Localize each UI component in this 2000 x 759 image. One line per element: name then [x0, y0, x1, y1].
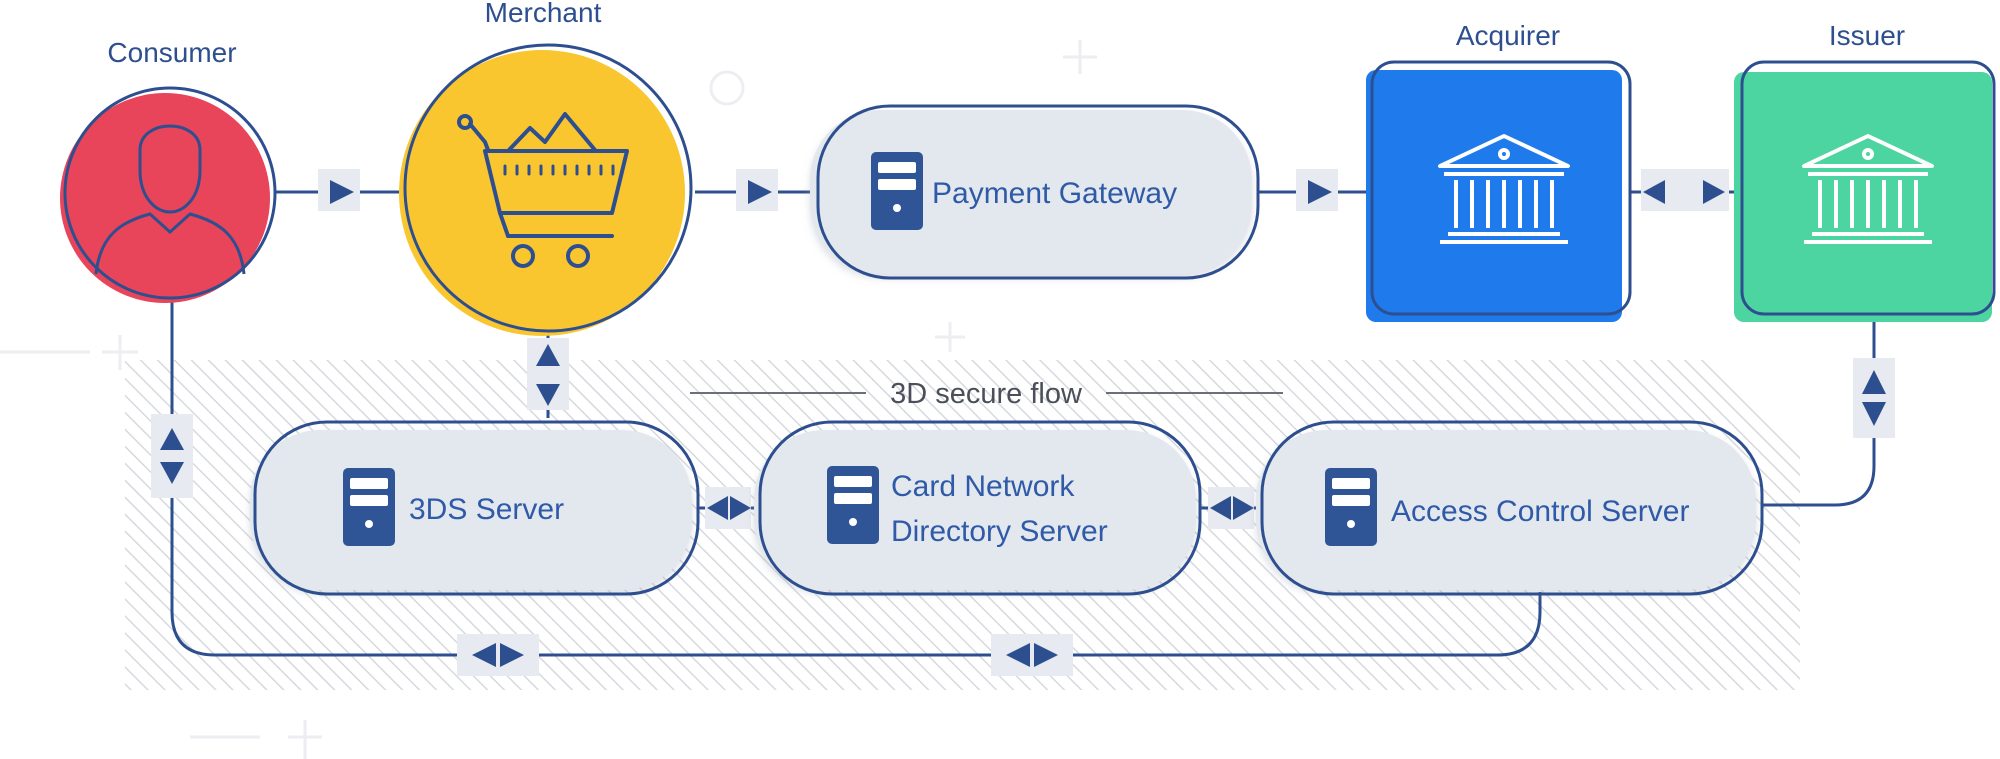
- card-network-directory-server-node: Card Network Directory Server: [754, 420, 1202, 596]
- arrow-up-merchant-3ds: [536, 344, 560, 366]
- consumer-label: Consumer: [107, 37, 236, 68]
- consumer-node: Consumer: [60, 37, 277, 303]
- merchant-node: Merchant: [399, 0, 693, 336]
- payment-gateway-node: Payment Gateway: [810, 104, 1260, 280]
- arrow-right-loop-a: [500, 643, 524, 667]
- secure-flow-label: 3D secure flow: [890, 378, 1083, 410]
- acquirer-node: Acquirer: [1366, 20, 1632, 322]
- arrow-left-3ds-dir: [707, 496, 728, 520]
- card-network-label-line1: Card Network: [891, 470, 1075, 503]
- arrow-up-acs-issuer: [1862, 370, 1886, 394]
- server-icon: [871, 152, 923, 230]
- issuer-node: Issuer: [1734, 20, 1996, 322]
- access-control-server-label: Access Control Server: [1391, 495, 1689, 528]
- acquirer-label: Acquirer: [1456, 20, 1560, 51]
- arrow-left-loop-b: [1006, 643, 1030, 667]
- secure-flow-header: 3D secure flow: [690, 378, 1283, 410]
- arrow-right-3ds-dir: [730, 496, 751, 520]
- arrow-left-dir-acs: [1210, 496, 1231, 520]
- arrow-right-gateway-acquirer: [1308, 180, 1332, 204]
- server-icon: [827, 466, 879, 544]
- issuer-label: Issuer: [1829, 20, 1905, 51]
- server-icon: [343, 468, 395, 546]
- payment-gateway-label: Payment Gateway: [932, 177, 1177, 210]
- merchant-label: Merchant: [485, 0, 602, 28]
- three-ds-server-node: 3DS Server: [250, 420, 700, 596]
- shopping-cart-icon: [457, 112, 629, 268]
- card-network-label-line2: Directory Server: [891, 515, 1108, 548]
- arrow-right-dir-acs: [1233, 496, 1254, 520]
- three-ds-server-label: 3DS Server: [409, 493, 564, 526]
- user-icon: [94, 124, 246, 275]
- arrow-right-consumer-merchant: [330, 180, 354, 204]
- arrow-down-consumer-loop: [160, 462, 184, 484]
- server-icon: [1325, 468, 1377, 546]
- arrow-right-merchant-gateway: [748, 180, 772, 204]
- arrow-left-loop-a: [472, 643, 496, 667]
- arrow-right-loop-b: [1034, 643, 1058, 667]
- access-control-server-node: Access Control Server: [1256, 420, 1764, 596]
- arrow-up-consumer-loop: [160, 428, 184, 450]
- arrow-down-acs-issuer: [1862, 402, 1886, 426]
- arrow-down-merchant-3ds: [536, 384, 560, 406]
- arrow-left-acquirer-issuer: [1643, 180, 1665, 204]
- arrowheads: [160, 180, 1886, 667]
- arrow-right-acquirer-issuer: [1703, 180, 1725, 204]
